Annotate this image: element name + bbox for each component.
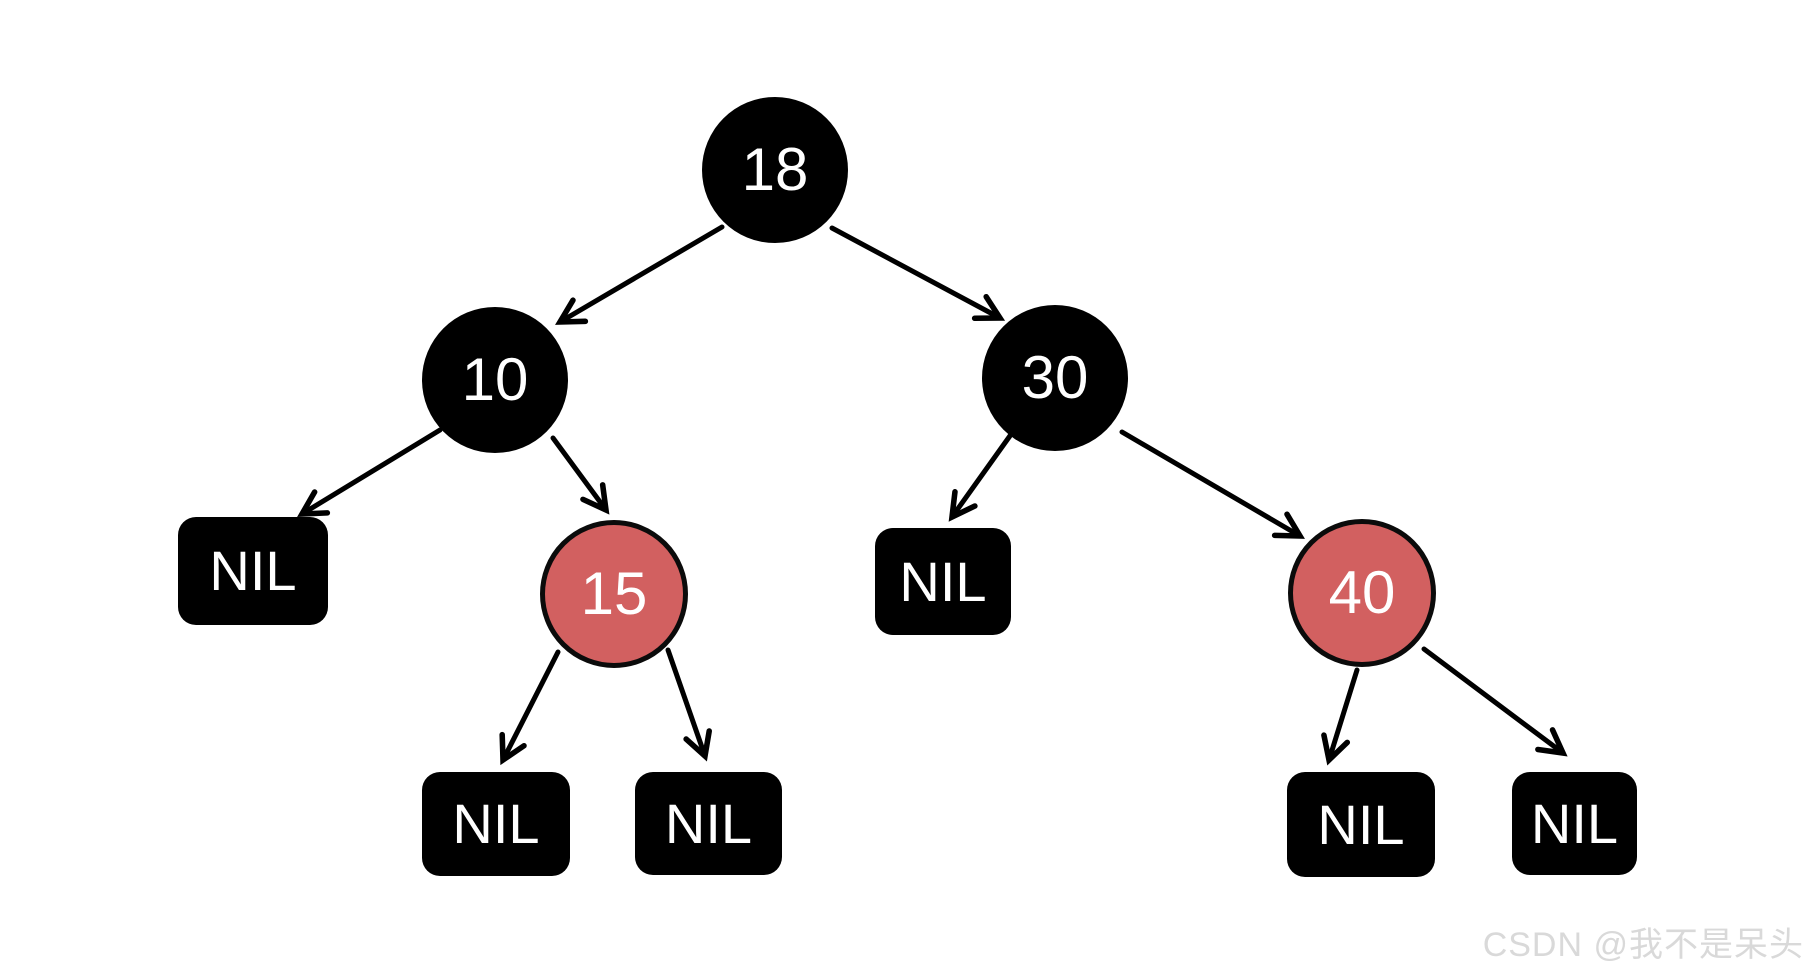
nil-label: NIL (452, 792, 540, 855)
nil-leaf-40-left: NIL (1287, 772, 1435, 877)
edge-40-nil-l (1321, 667, 1360, 766)
node-label: 10 (461, 346, 529, 413)
nil-label: NIL (209, 539, 297, 602)
edge-40-nil-r (1421, 646, 1568, 757)
node-label: 30 (1021, 344, 1089, 411)
edge-15-nil-r (665, 647, 712, 762)
nil-leaf-10-left: NIL (178, 517, 328, 625)
edge-10-nil (297, 427, 443, 517)
nil-label: NIL (899, 549, 987, 613)
edge-30-nil (948, 430, 1015, 522)
nil-leaf-15-left: NIL (422, 772, 570, 876)
edge-18-30 (829, 225, 1006, 322)
tree-node-18: 18 (702, 97, 848, 243)
edge-30-40 (1119, 429, 1305, 539)
tree-node-15: 15 (540, 520, 688, 668)
node-label: 18 (741, 136, 809, 203)
nil-leaf-30-left: NIL (875, 528, 1011, 635)
csdn-watermark: CSDN @我不是呆头 (1482, 926, 1804, 964)
tree-node-30: 30 (982, 305, 1128, 451)
nil-leaf-15-right: NIL (635, 772, 782, 875)
edge-10-15 (550, 435, 610, 515)
node-label: 15 (580, 560, 648, 627)
tree-node-10: 10 (422, 307, 568, 453)
edge-15-nil-l (499, 649, 561, 766)
node-label: 40 (1328, 559, 1396, 626)
nil-label: NIL (1317, 792, 1405, 856)
nil-label: NIL (1530, 791, 1619, 855)
nil-leaf-40-right: NIL (1512, 772, 1637, 875)
nil-label: NIL (664, 791, 753, 855)
edge-18-10 (555, 224, 725, 325)
tree-node-40: 40 (1288, 519, 1436, 667)
